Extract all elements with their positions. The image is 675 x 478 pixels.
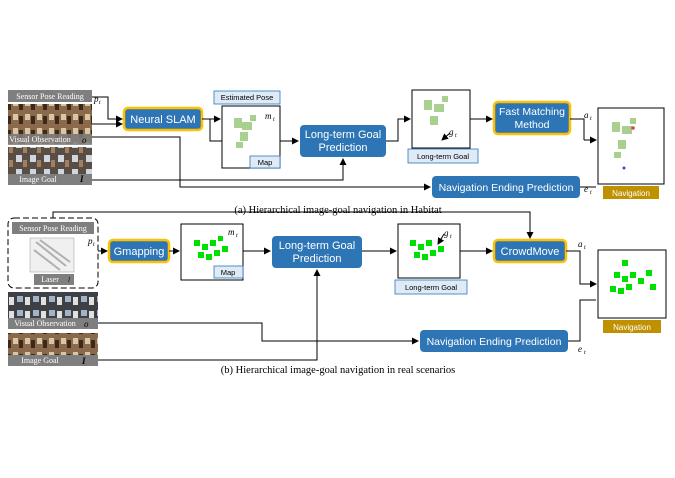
laser-label: Laser (41, 275, 59, 284)
navigation-illustration-b (610, 260, 656, 294)
crowdmove-label: CrowdMove (501, 246, 560, 258)
laser-scan-drawing (33, 239, 71, 271)
symbol-m-a: m (265, 111, 272, 121)
image-goal-label-a: Image Goal (19, 175, 57, 184)
symbol-l-b: l (68, 276, 70, 284)
image-goal-image-b (8, 333, 98, 357)
symbol-t-m-a: t (273, 117, 275, 123)
nav-end-label-a: Navigation Ending Prediction (439, 182, 574, 194)
symbol-t-pb: t (93, 242, 95, 248)
map-tag-label-b: Map (221, 268, 236, 277)
ltg-map-illustration-b (410, 240, 444, 260)
symbol-g-a: g (449, 127, 454, 137)
symbol-g-b: g (444, 228, 449, 238)
visual-observation-image-b (8, 292, 98, 318)
symbol-t-aa: t (590, 116, 592, 122)
navigation-label-b: Navigation (613, 323, 651, 332)
map-illustration-a (234, 115, 256, 148)
symbol-o-b: o (84, 319, 89, 329)
symbol-t-eb: t (584, 350, 586, 356)
nav-end-box-b (420, 330, 568, 352)
symbol-a-a: a (584, 110, 589, 120)
fast-matching-box (492, 100, 572, 136)
long-term-goal-tag-a (407, 148, 479, 164)
ltg-map-box-b (397, 223, 461, 279)
symbol-t-a: t (99, 100, 101, 106)
nav-end-box-a (432, 176, 580, 198)
ltg-prediction-box-a (300, 125, 386, 157)
navigation-tag-b (603, 320, 661, 333)
neural-slam-label: Neural SLAM (130, 114, 195, 126)
symbol-t-mb: t (236, 233, 238, 239)
estimated-pose-box (213, 90, 281, 105)
fast-matching-label1: Fast Matching (499, 106, 565, 118)
long-term-goal-label-a: Long-term Goal (417, 152, 469, 161)
symbol-p-a: p (93, 94, 99, 104)
navigation-illustration-a (612, 118, 636, 158)
caption-a: (a) Hierarchical image-goal navigation i… (234, 205, 441, 216)
sensor-pose-label-b: Sensor Pose Reading (19, 224, 87, 233)
ltg-map-illustration-a (424, 96, 448, 125)
image-goal-box-b (8, 355, 98, 366)
sensor-pose-box-a (8, 90, 92, 102)
ltg-map-box-a (411, 89, 471, 149)
symbol-e-a: e (584, 184, 588, 194)
fast-matching-label2: Method (514, 119, 549, 131)
sensor-pose-label-a: Sensor Pose Reading (16, 92, 84, 101)
navigation-tag-a (603, 186, 659, 199)
symbol-t-g-a: t (455, 133, 457, 139)
image-goal-label-b: Image Goal (21, 356, 59, 365)
map-tag-b (213, 265, 244, 279)
connections-b (52, 211, 597, 361)
nav-end-label-b: Navigation Ending Prediction (427, 336, 562, 348)
gmapping-label: Gmapping (114, 246, 165, 258)
panel-a: Sensor Pose Reading Visual Observation I… (8, 89, 665, 216)
visual-obs-label-a: Visual Observation (9, 135, 71, 144)
symbol-m-b: m (228, 227, 235, 237)
symbol-I-a: I (79, 174, 84, 184)
navigation-map-a (597, 107, 665, 185)
visual-obs-box-a (8, 134, 92, 145)
ltg-prediction-label1-a: Long-term Goal (305, 129, 381, 141)
symbol-t-ab: t (584, 245, 586, 251)
panel-b: Sensor Pose Reading Laser l p t Visual O… (7, 211, 667, 376)
ltg-prediction-label2-b: Prediction (293, 253, 342, 265)
estimated-pose-label: Estimated Pose (221, 93, 274, 102)
sensor-pose-box-b (12, 222, 94, 234)
symbol-o-a: o (82, 135, 87, 145)
laser-box (34, 274, 74, 285)
ltg-prediction-box-b (272, 236, 362, 268)
ltg-prediction-label1-b: Long-term Goal (279, 240, 355, 252)
symbol-p-b: p (87, 236, 93, 246)
image-goal-image-a (8, 147, 92, 177)
navigation-label-a: Navigation (612, 189, 650, 198)
long-term-goal-label-b: Long-term Goal (405, 283, 457, 292)
connections-a (92, 96, 597, 191)
symbol-t-gb: t (450, 234, 452, 240)
long-term-goal-tag-b (394, 279, 468, 295)
symbol-e-b: e (578, 344, 582, 354)
map-illustration-b (194, 236, 228, 260)
map-tag-a (249, 155, 281, 169)
symbol-I-b: I (81, 356, 86, 366)
image-goal-box-a (8, 174, 92, 185)
caption-b: (b) Hierarchical image-goal navigation i… (221, 365, 455, 376)
symbol-t-ea: t (590, 190, 592, 196)
visual-obs-label-b: Visual Observation (14, 319, 76, 328)
visual-obs-box-b (8, 318, 98, 329)
symbol-a-b: a (578, 239, 583, 249)
ltg-prediction-label2-a: Prediction (319, 142, 368, 154)
map-tag-label-a: Map (258, 158, 273, 167)
